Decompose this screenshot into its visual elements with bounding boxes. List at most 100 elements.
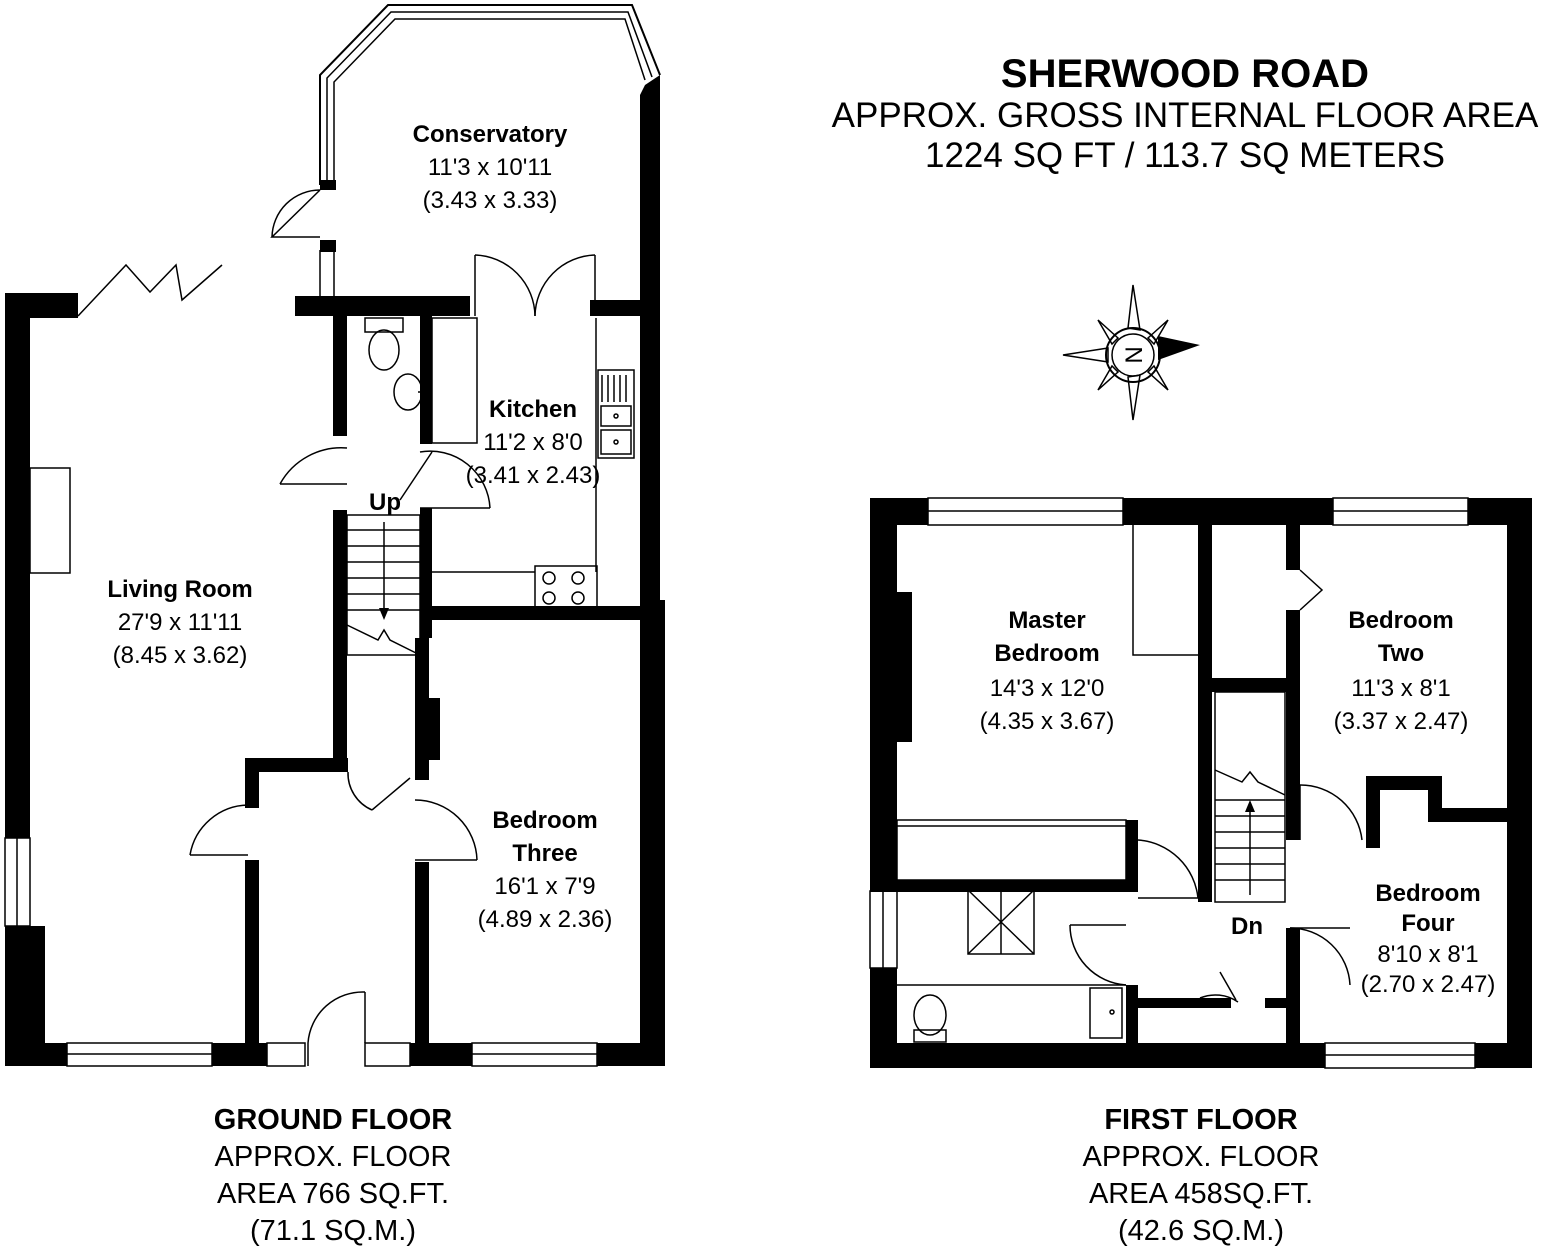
- living-room-west-wall: [5, 293, 30, 838]
- chimney-breast: [29, 467, 71, 574]
- wall-segment: [333, 510, 347, 772]
- conservatory-glazing: [319, 4, 661, 296]
- header-subtitle: APPROX. GROSS INTERNAL FLOOR AREA: [831, 96, 1539, 135]
- wall-segment: [1366, 776, 1442, 790]
- wall-segment: [870, 880, 1138, 892]
- basin-icon-first: [1089, 987, 1123, 1039]
- wall-segment: [1366, 776, 1380, 848]
- compass-icon: N: [1062, 284, 1200, 421]
- wall-segment: [295, 296, 470, 316]
- wc-door[interactable]: [279, 447, 348, 485]
- kitchen-door[interactable]: [399, 450, 491, 509]
- wall-segment: [420, 698, 440, 760]
- staircase-first: [1214, 691, 1286, 903]
- cupboard-door[interactable]: [347, 771, 411, 811]
- cupboard: [1132, 525, 1198, 656]
- wall-segment: [415, 862, 429, 1066]
- wall-segment: [1198, 522, 1212, 682]
- room-dim-metric: (2.70 x 2.47): [1361, 971, 1496, 998]
- bedroom-three-door[interactable]: [414, 799, 478, 861]
- kitchen-south-wall: [420, 606, 660, 620]
- wall-segment: [1126, 820, 1138, 888]
- room-name-kitchen: Kitchen: [489, 396, 577, 423]
- room-dim-metric: (8.45 x 3.62): [113, 642, 248, 669]
- hob-icon: [534, 565, 598, 611]
- ground-floor-line2: APPROX. FLOOR: [214, 1141, 452, 1173]
- staircase-ground: [346, 514, 421, 656]
- wall-segment: [1126, 985, 1138, 1068]
- cupboard-door-first[interactable]: [1199, 971, 1239, 1003]
- wall-segment: [5, 926, 45, 1066]
- wall-segment: [1123, 498, 1333, 525]
- wardrobe: [896, 819, 1127, 881]
- shower-icon: [967, 889, 1035, 955]
- first-floor-caption: FIRST FLOOR APPROX. FLOOR AREA 458SQ.FT.…: [1001, 1102, 1401, 1250]
- wall-segment: [870, 1043, 1325, 1068]
- room-dim-imperial: 11'2 x 8'0: [483, 429, 582, 456]
- toilet-icon-first: [913, 994, 947, 1043]
- chimney-breast: [895, 592, 912, 742]
- toilet-icon: [364, 317, 404, 371]
- room-name-living-room: Living Room: [107, 576, 252, 603]
- bathroom-door[interactable]: [1069, 924, 1127, 986]
- first-floor-line4: (42.6 SQ.M.): [1118, 1215, 1284, 1247]
- ground-floor-line3: AREA 766 SQ.FT.: [216, 1178, 450, 1210]
- first-floor-line2: APPROX. FLOOR: [1082, 1141, 1320, 1173]
- wall-segment: [1198, 682, 1212, 902]
- room-dim-imperial: 14'3 x 12'0: [990, 675, 1105, 702]
- wall-segment: [1286, 610, 1300, 840]
- room-dim-imperial: 16'1 x 7'9: [494, 873, 595, 900]
- window: [266, 1042, 306, 1067]
- wall-segment: [333, 316, 347, 436]
- bifold-doors[interactable]: [77, 263, 223, 317]
- room-dim-metric: (4.35 x 3.67): [980, 708, 1115, 735]
- room-dim-imperial: 11'3 x 8'1: [1351, 675, 1450, 702]
- room-dim-metric: (3.41 x 2.43): [466, 462, 601, 489]
- wall-segment: [1428, 808, 1518, 822]
- bedroom-four-door[interactable]: [1299, 784, 1363, 841]
- first-floor-line3: AREA 458SQ.FT.: [1088, 1178, 1314, 1210]
- ground-floor-caption: GROUND FLOOR APPROX. FLOOR AREA 766 SQ.F…: [133, 1102, 533, 1250]
- room-name-conservatory: Conservatory: [413, 121, 568, 148]
- sink-icon: [597, 369, 635, 459]
- header-title-block: SHERWOOD ROAD APPROX. GROSS INTERNAL FLO…: [790, 52, 1568, 176]
- room-dim-metric: (3.43 x 3.33): [423, 187, 558, 214]
- wall-segment: [420, 316, 432, 444]
- stair-label-dn: Dn: [1231, 913, 1263, 940]
- room-name-master-bedroom: Master: [1008, 607, 1085, 634]
- ground-floor-title: GROUND FLOOR: [213, 1104, 453, 1136]
- window: [364, 1042, 411, 1067]
- master-bedroom-door[interactable]: [1137, 839, 1199, 899]
- room-name-bedroom-four-2: Four: [1401, 910, 1454, 937]
- wall-segment: [248, 758, 348, 772]
- wall-segment: [1126, 998, 1231, 1008]
- wall-segment: [1198, 678, 1296, 692]
- room-labels: Conservatory 11'3 x 10'11 (3.43 x 3.33) …: [107, 121, 1495, 998]
- landing-door[interactable]: [1289, 927, 1351, 986]
- wall-segment: [320, 240, 336, 252]
- first-floor-title: FIRST FLOOR: [1104, 1104, 1298, 1136]
- page-title: SHERWOOD ROAD: [1000, 52, 1370, 96]
- room-dim-metric: (4.89 x 2.36): [478, 906, 613, 933]
- wall-segment: [1507, 498, 1532, 1068]
- wall-segment: [590, 300, 650, 316]
- header-total-area: 1224 SQ FT / 113.7 SQ METERS: [924, 136, 1446, 175]
- wall-segment: [320, 180, 336, 190]
- kitchen-double-door[interactable]: [474, 254, 596, 317]
- wall-segment: [1265, 998, 1295, 1008]
- compass-letter: N: [1121, 346, 1148, 363]
- stair-label-up: Up: [369, 489, 401, 516]
- room-dim-imperial: 8'10 x 8'1: [1377, 941, 1478, 968]
- wall-segment: [1428, 776, 1442, 818]
- wall-segment: [870, 498, 897, 891]
- kitchen-unit: [431, 317, 478, 444]
- room-name-bedroom-three: Bedroom: [492, 807, 597, 834]
- room-dim-imperial: 27'9 x 11'11: [118, 609, 242, 636]
- hall-door[interactable]: [189, 804, 249, 856]
- bedroom-two-door[interactable]: [1299, 569, 1324, 611]
- room-name-bedroom-two-2: Two: [1378, 640, 1424, 667]
- room-name-bedroom-two: Bedroom: [1348, 607, 1453, 634]
- front-door[interactable]: [307, 991, 366, 1066]
- conservatory-east-wall: [640, 75, 660, 612]
